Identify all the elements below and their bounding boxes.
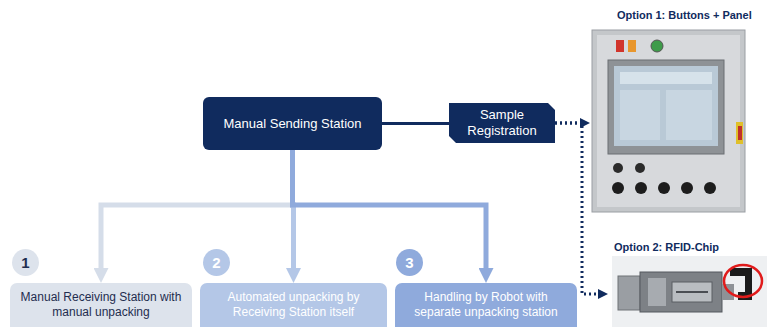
node-text: Automated unpacking by Receiving Station… xyxy=(210,290,377,320)
connector xyxy=(293,150,487,271)
callout-number: 3 xyxy=(405,254,413,271)
node-text: Manual Sending Station xyxy=(223,116,361,132)
callout-circle: 2 xyxy=(203,249,230,276)
connector xyxy=(555,122,582,125)
photo-panel: Option 1: Buttons + Panel xyxy=(590,4,765,214)
option-box: Automated unpacking by Receiving Station… xyxy=(200,283,387,327)
tag-outline xyxy=(449,103,555,143)
callout-circle: 1 xyxy=(12,249,39,276)
node-text: Handling by Robot with separate unpackin… xyxy=(405,290,567,320)
option-box: Handling by Robot with separate unpackin… xyxy=(395,283,577,327)
rfid-part-photo xyxy=(612,256,767,327)
node-text: Option 2: RFID-Chip xyxy=(614,240,719,254)
callout-number: 2 xyxy=(212,254,220,271)
connector xyxy=(382,122,449,125)
tag-box: Sample Registration xyxy=(449,103,555,143)
node-text: Sample Registration xyxy=(457,107,547,139)
control-cabinet-photo xyxy=(592,30,745,212)
process-box: Manual Sending Station xyxy=(203,97,382,150)
connector xyxy=(101,150,293,271)
option-box: Manual Receiving Station with manual unp… xyxy=(10,283,192,327)
callout-circle: 3 xyxy=(396,249,423,276)
photo-panel: Option 2: RFID-Chip xyxy=(608,236,770,327)
connector xyxy=(555,123,600,294)
node-text: Option 1: Buttons + Panel xyxy=(617,8,752,22)
node-text: Manual Receiving Station with manual unp… xyxy=(20,290,182,320)
callout-number: 1 xyxy=(21,254,29,271)
